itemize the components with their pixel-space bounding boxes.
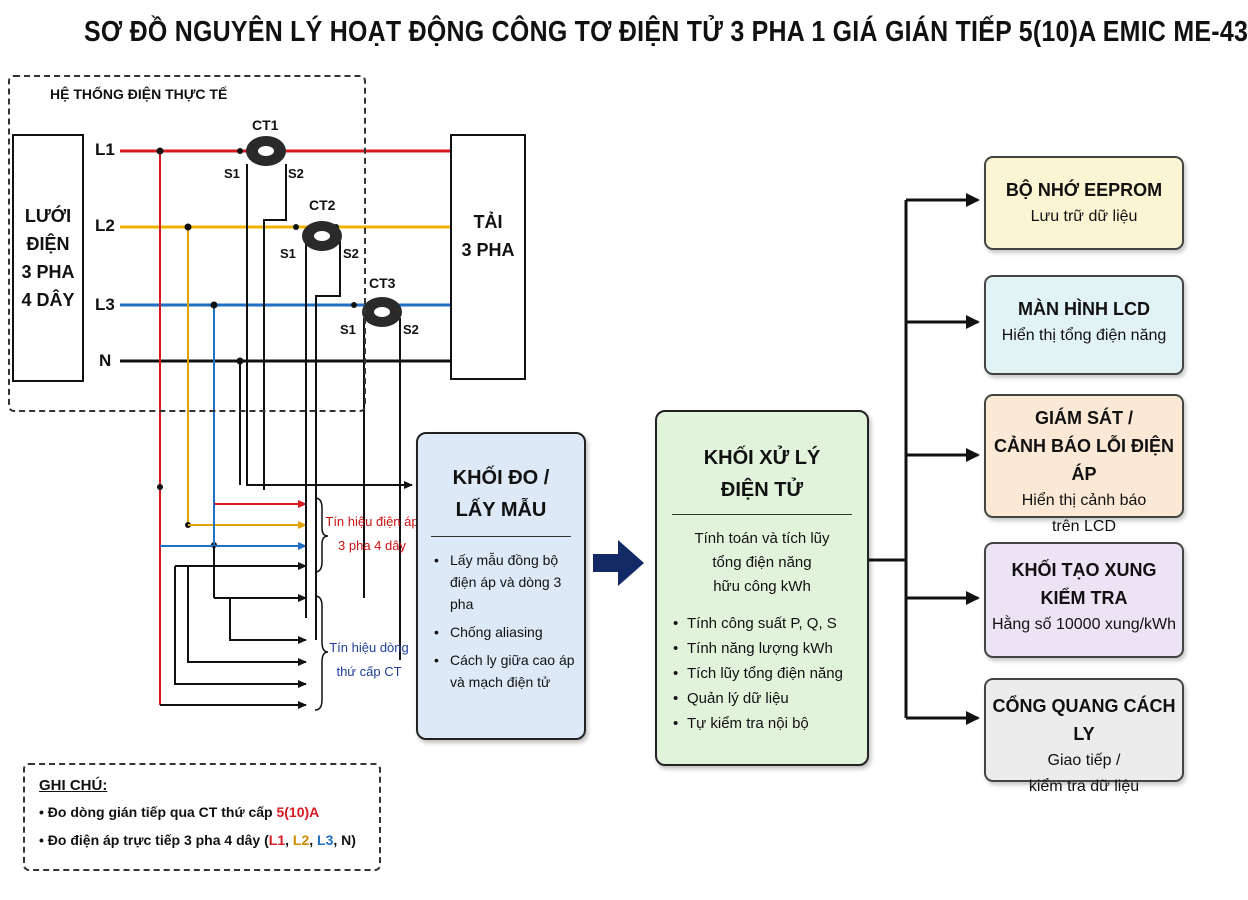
note-l1: L1 — [268, 832, 286, 848]
processor-title-line: KHỐI XỬ LÝ — [703, 447, 821, 469]
output-eeprom-box: BỘ NHỚ EEPROM Lưu trữ dữ liệu — [984, 156, 1184, 250]
note-sep: , — [309, 832, 318, 848]
notes-box: GHI CHÚ: • Đo dòng gián tiếp qua CT thứ … — [23, 763, 381, 871]
output-desc: Hằng số 10000 xung/kWh — [991, 616, 1177, 633]
output-desc: Lưu trữ dữ liệu — [1030, 208, 1138, 225]
note-line-2-text: Đo điện áp trực tiếp 3 pha 4 dây ( — [47, 832, 269, 848]
ct1-label: CT1 — [252, 117, 279, 133]
processor-subtitle-line: Tính toán và tích lũy — [694, 530, 830, 547]
output-desc: Hiển thị tổng điện năng — [1001, 327, 1167, 344]
current-signal-line: thứ cấp CT — [336, 664, 402, 679]
note-n: N — [341, 832, 352, 848]
load-box: TẢI 3 PHA — [450, 134, 526, 380]
output-title: BỘ NHỚ EEPROM — [1005, 180, 1163, 200]
real-system-label: HỆ THỐNG ĐIỆN THỰC TẾ — [50, 86, 228, 102]
voltage-signal-line: Tín hiệu điện áp — [325, 514, 419, 529]
ct1-s2-label: S2 — [288, 166, 304, 181]
output-desc: Giao tiếp / — [1047, 752, 1121, 769]
processor-item: Tính công suất P, Q, S — [673, 611, 867, 636]
phase-label-n: N — [99, 351, 112, 370]
page-title: SƠ ĐỒ NGUYÊN LÝ HOẠT ĐỘNG CÔNG TƠ ĐIỆN T… — [84, 16, 1248, 48]
output-optical-port-box: CỔNG QUANG CÁCH LY Giao tiếp / kiểm tra … — [984, 678, 1184, 795]
voltage-signal-label: Tín hiệu điện áp 3 pha 4 dây — [322, 510, 422, 558]
current-signal-line: Tín hiệu dòng — [329, 640, 409, 655]
note-sep: , — [285, 832, 293, 848]
notes-title: GHI CHÚ: — [39, 777, 108, 794]
output-desc: trên LCD — [1051, 518, 1117, 535]
ct2-s1-label: S1 — [280, 246, 296, 261]
note-sep: , — [333, 832, 342, 848]
note-close: ) — [351, 832, 356, 848]
note-line-1: • Đo dòng gián tiếp qua CT thứ cấp 5(10)… — [39, 804, 320, 820]
measure-block: KHỐI ĐO / LẤY MẪU Lấy mẫu đồng bộ điện á… — [416, 432, 586, 740]
ct3-s1-label: S1 — [340, 322, 356, 337]
output-title: MÀN HÌNH LCD — [1018, 299, 1150, 319]
measure-title-line: KHỐI ĐO / — [452, 467, 550, 489]
ct2-coil — [302, 221, 342, 251]
current-signal-label: Tín hiệu dòng thứ cấp CT — [322, 636, 416, 684]
output-title: KHỐI TẠO XUNG — [1011, 560, 1157, 580]
wiring-diagram — [120, 136, 980, 725]
processor-title-line: ĐIỆN TỬ — [720, 479, 804, 501]
output-desc: kiểm tra dữ liệu — [1028, 778, 1140, 795]
real-system-frame — [8, 75, 366, 412]
ct3-label: CT3 — [369, 275, 396, 291]
note-line-1-value: 5(10)A — [276, 804, 320, 820]
measure-title-line: LẤY MẪU — [455, 499, 547, 521]
grid-source-line: LƯỚI — [24, 206, 72, 226]
output-title: CẢNH BÁO LỖI ĐIỆN ÁP — [994, 436, 1174, 484]
ct1-s1-label: S1 — [224, 166, 240, 181]
grid-source-line: 3 PHA — [21, 262, 75, 282]
processor-subtitle-line: hữu công kWh — [713, 578, 811, 595]
grid-source-line: 4 DÂY — [21, 290, 75, 310]
output-title: CỔNG QUANG CÁCH LY — [992, 696, 1176, 744]
phase-label-l2: L2 — [95, 216, 115, 235]
output-title: GIÁM SÁT / — [1035, 408, 1133, 428]
processor-subtitle-line: tổng điện năng — [712, 554, 812, 571]
processor-block: KHỐI XỬ LÝ ĐIỆN TỬ Tính toán và tích lũy… — [655, 410, 869, 766]
load-line: TẢI — [473, 212, 503, 232]
grid-source-line: ĐIỆN — [26, 234, 70, 254]
ct3-s2-label: S2 — [403, 322, 419, 337]
note-line-2: • Đo điện áp trực tiếp 3 pha 4 dây (L1, … — [39, 832, 356, 848]
output-monitor-box: GIÁM SÁT / CẢNH BÁO LỖI ĐIỆN ÁP Hiển thị… — [984, 394, 1184, 535]
processor-item: Tích lũy tổng điện năng — [673, 661, 867, 686]
output-lcd-box: MÀN HÌNH LCD Hiển thị tổng điện năng — [984, 275, 1184, 375]
measure-item: Cách ly giữa cao áp và mạch điện tử — [434, 649, 584, 693]
note-l3: L3 — [317, 832, 334, 848]
phase-label-l3: L3 — [95, 295, 115, 314]
load-line: 3 PHA — [461, 240, 515, 260]
processor-item: Tự kiểm tra nội bộ — [673, 711, 867, 736]
voltage-signal-line: 3 pha 4 dây — [338, 538, 406, 553]
output-pulse-box: KHỐI TẠO XUNG KIỂM TRA Hằng số 10000 xun… — [984, 542, 1184, 658]
note-line-1-text: Đo dòng gián tiếp qua CT thứ cấp — [47, 804, 277, 820]
ct2-label: CT2 — [309, 197, 336, 213]
grid-source-box: LƯỚI ĐIỆN 3 PHA 4 DÂY — [12, 134, 84, 382]
ct2-s2-label: S2 — [343, 246, 359, 261]
ct1-coil — [246, 136, 286, 166]
output-title: KIỂM TRA — [1040, 588, 1128, 608]
measure-item: Chống aliasing — [434, 621, 584, 643]
processor-item: Quản lý dữ liệu — [673, 686, 867, 711]
measure-item: Lấy mẫu đồng bộ điện áp và dòng 3 pha — [434, 549, 584, 615]
phase-label-l1: L1 — [95, 140, 115, 159]
note-l2: L2 — [292, 832, 310, 848]
processor-item: Tính năng lượng kWh — [673, 636, 867, 661]
ct3-coil — [362, 297, 402, 327]
output-desc: Hiển thị cảnh báo — [1021, 492, 1147, 509]
